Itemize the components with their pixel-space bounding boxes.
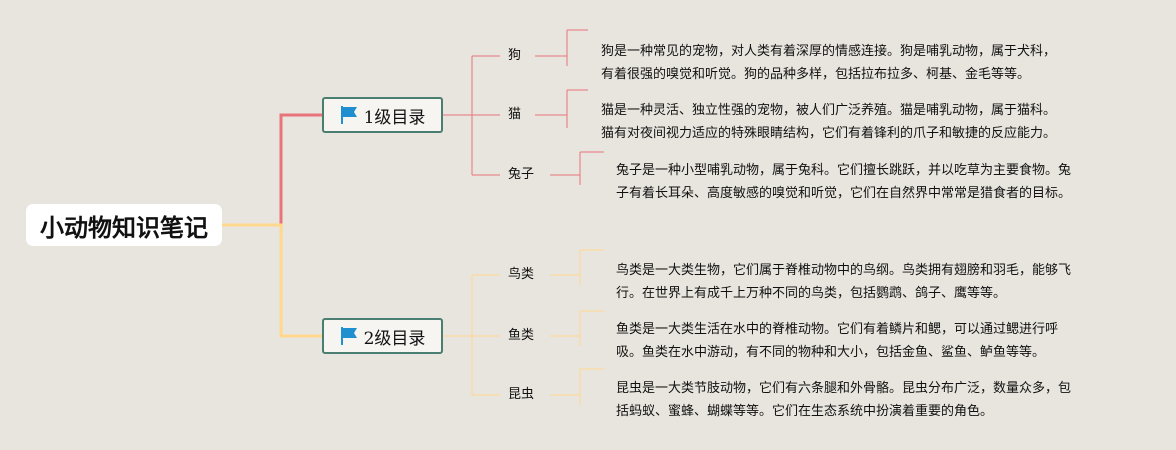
note-line: 行。在世界上有成千上万种不同的鸟类，包括鹦鹉、鸽子、鹰等等。 [616, 286, 1007, 301]
root-link-2 [222, 223, 322, 338]
note-fish: 鱼类是一大类生活在水中的脊椎动物。它们有着鳞片和鳃，可以通过鳃进行呼 吸。鱼类在… [616, 318, 1058, 364]
root-topic[interactable]: 小动物知识笔记 [26, 204, 222, 246]
note-line: 猫有对夜间视力适应的特殊眼睛结构，它们有着锋利的爪子和敏捷的反应能力。 [601, 126, 1057, 141]
note-line: 鸟类是一大类生物，它们属于脊椎动物中的鸟纲。鸟类拥有翅膀和羽毛，能够飞 [616, 263, 1072, 278]
note-line: 狗是一种常见的宠物，对人类有着深厚的情感连接。狗是哺乳动物，属于犬科， [601, 44, 1057, 59]
note-dog: 狗是一种常见的宠物，对人类有着深厚的情感连接。狗是哺乳动物，属于犬科， 有着很强… [601, 40, 1056, 86]
note-cat: 猫是一种灵活、独立性强的宠物，被人们广泛养殖。猫是哺乳动物，属于猫科。 猫有对夜… [601, 99, 1056, 145]
root-link-1 [222, 113, 322, 227]
note-line: 有着很强的嗅觉和听觉。狗的品种多样，包括拉布拉多、柯基、金毛等等。 [601, 67, 1031, 82]
note-line: 吸。鱼类在水中游动，有不同的物种和大小，包括金鱼、鲨鱼、鲈鱼等等。 [616, 345, 1046, 360]
subtopic-dog[interactable]: 狗 [508, 48, 522, 63]
branch-topic-2[interactable]: 2级目录 [322, 318, 443, 354]
subtopic-rabbit[interactable]: 兔子 [508, 167, 535, 182]
branch-topic-label: 2级目录 [363, 328, 426, 349]
subtopic-insects[interactable]: 昆虫 [508, 387, 535, 402]
note-birds: 鸟类是一大类生物，它们属于脊椎动物中的鸟纲。鸟类拥有翅膀和羽毛，能够飞 行。在世… [616, 259, 1071, 305]
branch-topic-1[interactable]: 1级目录 [322, 97, 443, 133]
branch-topic-label: 1级目录 [363, 107, 426, 128]
note-rabbit: 兔子是一种小型哺乳动物，属于兔科。它们擅长跳跃，并以吃草为主要食物。兔 子有着长… [616, 159, 1071, 205]
note-line: 昆虫是一大类节肢动物，它们有六条腿和外骨骼。昆虫分布广泛，数量众多，包 [616, 381, 1072, 396]
flag-icon [340, 106, 357, 124]
note-line: 括蚂蚁、蜜蜂、蝴蝶等等。它们在生态系统中扮演着重要的角色。 [616, 404, 994, 419]
note-line: 子有着长耳朵、高度敏感的嗅觉和听觉，它们在自然界中常常是猎食者的目标。 [616, 186, 1072, 201]
subtopic-birds[interactable]: 鸟类 [508, 267, 535, 282]
note-line: 猫是一种灵活、独立性强的宠物，被人们广泛养殖。猫是哺乳动物，属于猫科。 [601, 103, 1057, 118]
flag-icon [340, 327, 357, 345]
note-insects: 昆虫是一大类节肢动物，它们有六条腿和外骨骼。昆虫分布广泛，数量众多，包 括蚂蚁、… [616, 377, 1071, 423]
note-line: 鱼类是一大类生活在水中的脊椎动物。它们有着鳞片和鳃，可以通过鳃进行呼 [616, 322, 1059, 337]
subtopic-fish[interactable]: 鱼类 [508, 328, 535, 343]
subtopic-cat[interactable]: 猫 [508, 107, 522, 122]
note-line: 兔子是一种小型哺乳动物，属于兔科。它们擅长跳跃，并以吃草为主要食物。兔 [616, 163, 1072, 178]
